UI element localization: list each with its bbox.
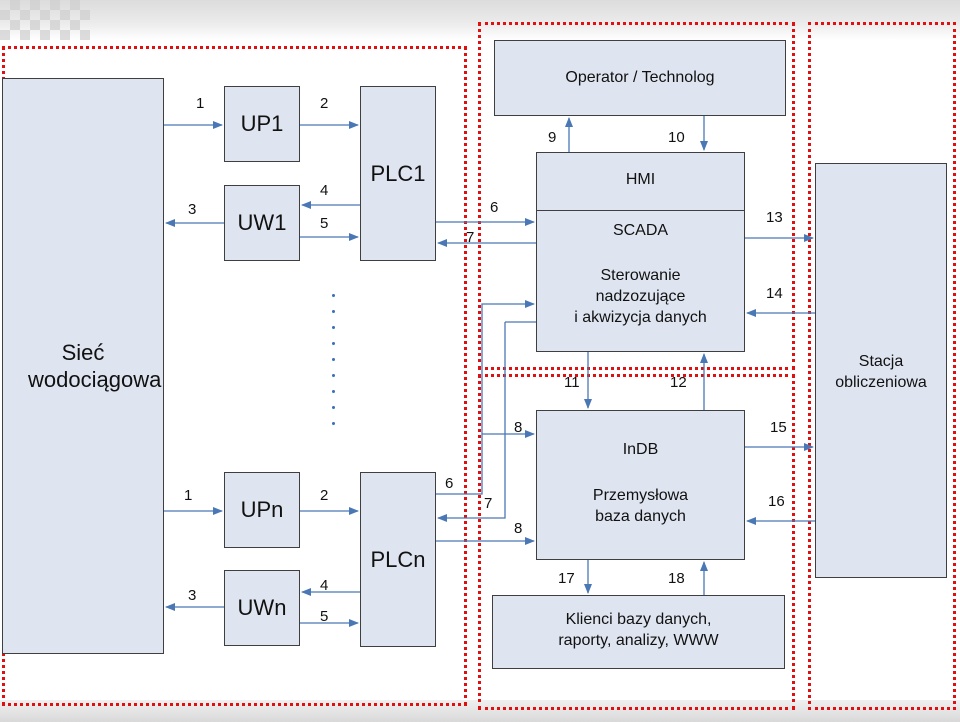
ellipsis-dot: [332, 342, 335, 345]
label-10: 10: [668, 129, 685, 146]
ellipsis-dot: [332, 374, 335, 377]
scada-title: SCADA: [612, 222, 669, 239]
label-7-bottom: 7: [484, 495, 493, 512]
database-region: [478, 374, 795, 710]
ellipsis-dot: [332, 422, 335, 425]
upn-box: UPn: [224, 472, 300, 548]
label-4-top: 4: [320, 182, 329, 199]
ellipsis-dot: [332, 358, 335, 361]
label-14: 14: [766, 285, 783, 302]
scada-line3: i akwizycja danych: [574, 309, 707, 326]
uwn-box: UWn: [224, 570, 300, 646]
label-3-bottom: 3: [188, 587, 197, 604]
computing-station-box: [815, 163, 947, 578]
indb-line1: Przemysłowa: [592, 487, 689, 504]
indb-box: [536, 410, 745, 560]
operator-label: Operator / Technolog: [565, 69, 715, 86]
clients-line2: raporty, analizy, WWW: [558, 632, 719, 649]
label-2-bottom: 2: [320, 487, 329, 504]
label-12: 12: [670, 374, 687, 391]
water-network-box: Sieć wodociągowa: [2, 78, 164, 654]
plc1-label: PLC1: [370, 160, 426, 186]
label-5-bottom: 5: [320, 608, 329, 625]
indb-title: InDB: [622, 441, 659, 458]
arrow-7-bottom: [437, 322, 506, 522]
label-1-bottom: 1: [184, 487, 193, 504]
computing-station-line2: obliczeniowa: [835, 374, 927, 391]
label-17: 17: [558, 570, 575, 587]
operator-box: Operator / Technolog: [494, 40, 786, 116]
ellipsis-dot: [332, 390, 335, 393]
label-8-bottom: 8: [514, 520, 523, 537]
background-checker-pattern: [0, 0, 90, 40]
scada-line1: Sterowanie: [600, 267, 681, 284]
label-1-top: 1: [196, 95, 205, 112]
clients-line1: Klienci bazy danych,: [565, 611, 712, 628]
hmi-scada-box: [536, 152, 745, 352]
arrow-6-bottom: [436, 300, 535, 495]
label-7-top: 7: [466, 229, 475, 246]
scada-line2: nadzozujące: [595, 288, 686, 305]
plcn-box: PLCn: [360, 472, 436, 647]
ellipsis-dot: [332, 406, 335, 409]
label-15: 15: [770, 419, 787, 436]
upn-label: UPn: [240, 497, 284, 523]
label-6-top: 6: [490, 199, 499, 216]
label-2-top: 2: [320, 95, 329, 112]
label-9: 9: [548, 129, 557, 146]
uwn-label: UWn: [237, 595, 287, 621]
uw1-box: UW1: [224, 185, 300, 261]
computation-region: [808, 22, 956, 710]
label-5-top: 5: [320, 215, 329, 232]
plc1-box: PLC1: [360, 86, 436, 261]
label-18: 18: [668, 570, 685, 587]
label-13: 13: [766, 209, 783, 226]
hmi-label: HMI: [625, 171, 656, 188]
plcn-label: PLCn: [370, 546, 426, 572]
up1-box: UP1: [224, 86, 300, 162]
up1-label: UP1: [240, 111, 284, 137]
label-3-top: 3: [188, 201, 197, 218]
scada-region: [478, 22, 795, 370]
indb-line2: baza danych: [595, 508, 686, 525]
clients-box: [492, 595, 785, 669]
label-11: 11: [564, 374, 580, 391]
label-8-top: 8: [514, 419, 523, 436]
uw1-label: UW1: [237, 210, 287, 236]
label-16: 16: [768, 493, 785, 510]
ellipsis-dot: [332, 310, 335, 313]
hmi-divider: [537, 210, 744, 211]
label-6-bottom: 6: [445, 475, 454, 492]
computing-station-line1: Stacja: [858, 353, 904, 370]
ellipsis-dot: [332, 326, 335, 329]
label-4-bottom: 4: [320, 577, 329, 594]
ellipsis-dot: [332, 294, 335, 297]
